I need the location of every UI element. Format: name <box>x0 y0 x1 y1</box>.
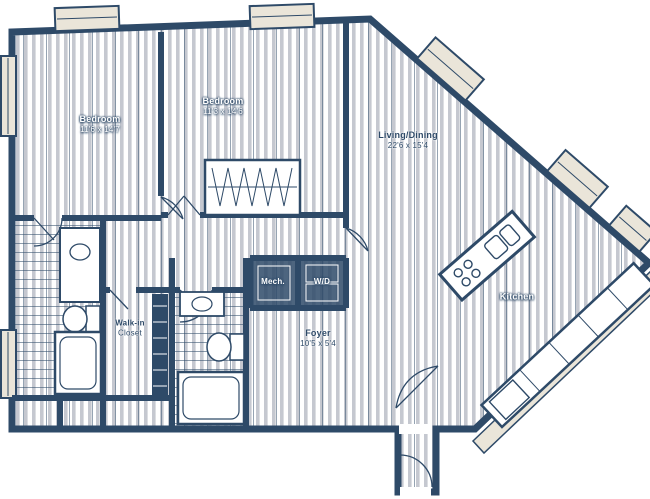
sink-icon <box>69 243 91 261</box>
toilet-icon <box>62 305 101 333</box>
sink-icon <box>191 296 213 312</box>
sink-icon <box>484 224 521 260</box>
room-name: Walk-in <box>115 318 145 328</box>
mech-closet <box>253 261 295 305</box>
room-label-foyer: Foyer 10'5 x 5'4 <box>300 328 336 348</box>
washer-dryer-unit <box>301 261 343 305</box>
room-name: W/D <box>313 277 331 287</box>
window-bay-top-1 <box>53 4 121 33</box>
closet-zigzag-icon <box>211 167 293 207</box>
door-swing-wic <box>109 289 129 310</box>
kitchen-island <box>437 209 537 303</box>
room-name: Kitchen <box>499 291 535 302</box>
entry-door-gap <box>399 424 432 434</box>
window-bay-left-2 <box>0 329 17 399</box>
room-dims: 22'6 x 15'4 <box>387 140 429 150</box>
room-dims: Closet <box>118 328 142 337</box>
room-name: Bedroom <box>202 95 244 106</box>
fridge-icon <box>488 378 531 421</box>
room-label-walk-in-closet: Walk-in Closet <box>115 318 145 337</box>
door-swing-entry <box>395 365 439 409</box>
door-swing-bath-1 <box>33 217 63 247</box>
wic-shelf <box>152 294 168 396</box>
closet-bedroom-2 <box>203 158 302 217</box>
door-swing-living <box>345 227 369 252</box>
window-bays <box>0 2 650 399</box>
window-bay-diagonal-2 <box>545 148 610 210</box>
bath-1-fixtures <box>53 227 103 396</box>
walls-utility-closets <box>247 255 349 311</box>
room-name: Bedroom <box>79 113 121 124</box>
bathtub-icon <box>53 330 103 396</box>
window-bay-diagonal-3 <box>607 204 650 254</box>
door-swing-corridor <box>399 454 433 488</box>
corridor-door-gap <box>400 487 431 497</box>
room-label-living-dining: Living/Dining 22'6 x 15'4 <box>378 130 438 150</box>
kitchen-counter <box>479 261 650 429</box>
room-name: Foyer <box>305 327 331 338</box>
room-label-kitchen: Kitchen <box>500 292 534 303</box>
room-label-washer-dryer: W/D <box>314 277 330 287</box>
room-label-bedroom-1: Bedroom 11'6 x 14'7 <box>80 114 121 134</box>
toilet-icon <box>206 332 245 362</box>
door-swing-bedroom-1 <box>160 196 184 220</box>
window-bay-diagonal-1 <box>415 35 486 102</box>
room-dims: 11'6 x 14'7 <box>80 124 120 134</box>
bath-2-fixtures <box>176 291 246 426</box>
window-bay-top-2 <box>248 2 316 31</box>
vanity-icon <box>59 227 101 303</box>
bathtub-icon <box>176 370 246 426</box>
room-dims: 10'5 x 5'4 <box>300 338 336 348</box>
room-dims: 11'3 x 14'6 <box>203 106 243 116</box>
walls-storage-cells <box>12 395 172 428</box>
cooktop-icon <box>453 259 481 287</box>
room-label-mech: Mech. <box>261 277 285 287</box>
room-name: Mech. <box>261 277 285 287</box>
interior-walls <box>12 19 349 428</box>
room-name: Living/Dining <box>378 129 438 140</box>
room-label-bedroom-2: Bedroom 11'3 x 14'6 <box>203 96 244 116</box>
window-bay-left-1 <box>0 55 17 137</box>
door-swing-bedroom-2 <box>167 195 201 216</box>
